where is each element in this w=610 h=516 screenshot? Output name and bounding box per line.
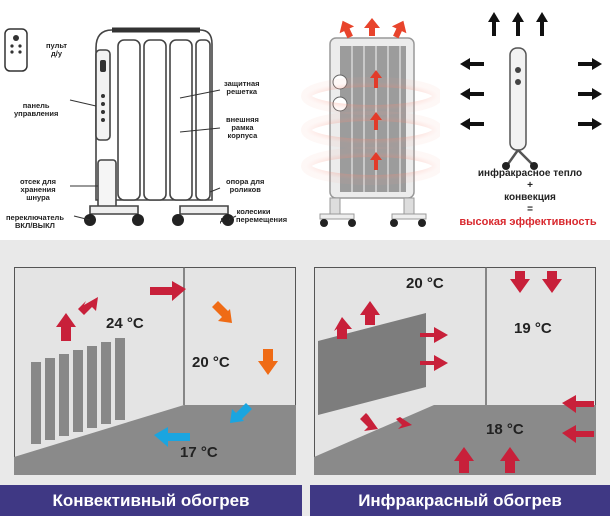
infrared-temp-wall: 19 °C: [514, 320, 552, 337]
label-roller-support: опора для роликов: [226, 177, 265, 194]
label-wheels: колесики для перемещения: [220, 207, 288, 224]
convective-temp-floor: 17 °C: [180, 444, 218, 461]
label-protective-grille: защитная решетка: [224, 79, 260, 96]
eq-infrared-heat: инфракрасное тепло: [477, 168, 583, 179]
label-control-panel: панель управления: [14, 101, 59, 118]
eq-convection: конвекция: [504, 192, 556, 203]
heater-drawing: [69, 27, 237, 226]
heater-photo: [301, 18, 440, 227]
convective-temp-top: 24 °C: [106, 315, 144, 332]
label-power-switch: переключатель ВКЛ/ВЫКЛ: [6, 213, 64, 230]
eq-equals: =: [527, 204, 533, 215]
infrared-temp-top: 20 °C: [406, 275, 444, 292]
caption-infrared: Инфракрасный обогрев: [310, 485, 610, 516]
label-outer-frame: внешняя рамка корпуса: [226, 115, 259, 140]
infrared-temp-floor: 18 °C: [486, 421, 524, 438]
remote-control-icon: [4, 28, 28, 72]
infrared-room: [314, 267, 596, 475]
label-cord-storage: отсек для хранения шнура: [20, 177, 57, 202]
top-illustration: пульт д/у: [0, 0, 610, 240]
convective-temp-wall: 20 °C: [192, 354, 230, 371]
caption-convective: Конвективный обогрев: [0, 485, 302, 516]
convection-arrows-diagram: [460, 12, 602, 170]
convective-room: [14, 267, 296, 475]
eq-plus: +: [527, 180, 533, 191]
eq-result: высокая эффективность: [459, 216, 597, 228]
label-remote: пульт д/у: [46, 41, 67, 58]
